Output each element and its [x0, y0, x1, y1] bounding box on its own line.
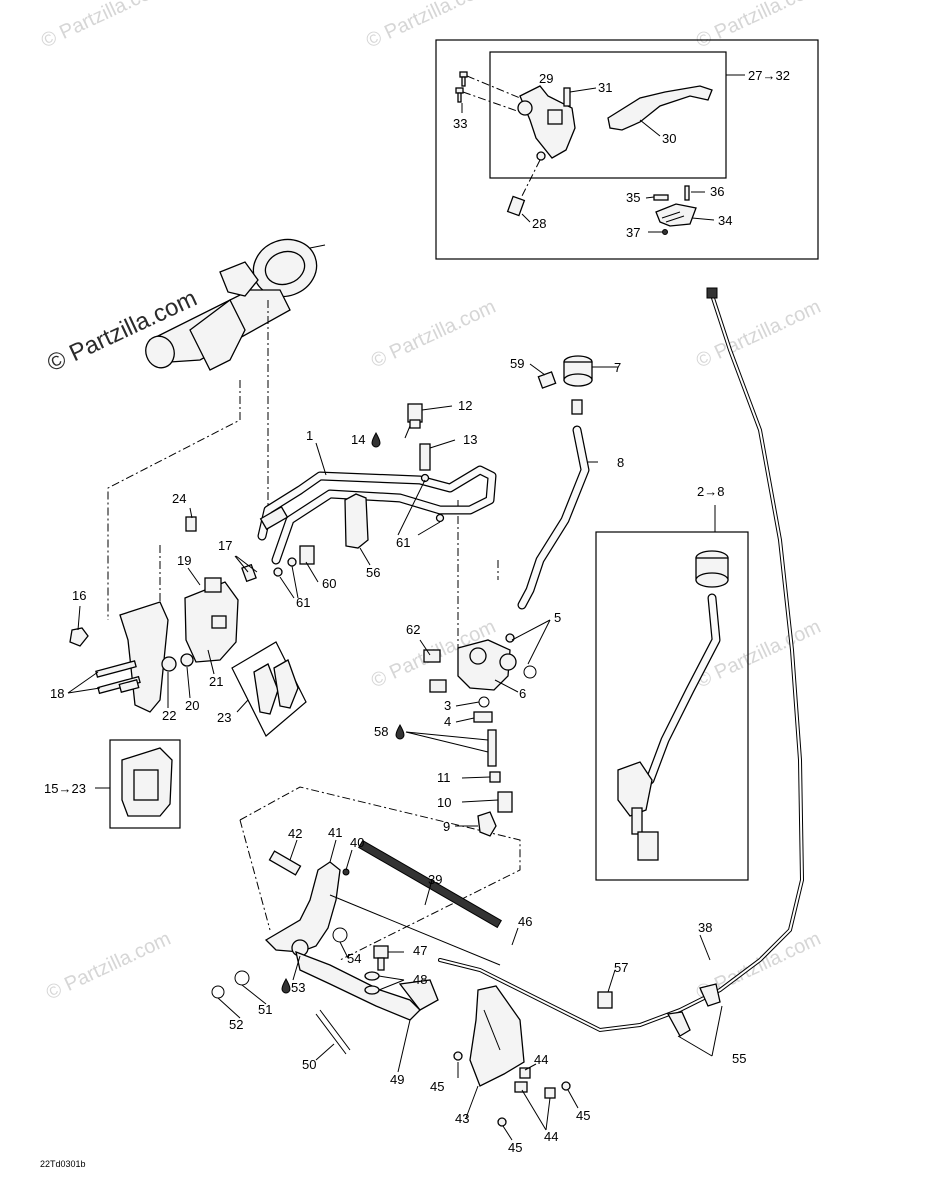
callout-15-23: 15→23: [44, 781, 86, 796]
watermark: © Partzilla.com: [693, 0, 824, 53]
screw-33: [455, 71, 521, 113]
callout-3: 3: [444, 698, 451, 713]
callout-33: 33: [453, 116, 467, 131]
caliper-assembly: [69, 516, 307, 737]
lever-assembly-inset: [435, 39, 819, 260]
banjo-12-13: [407, 403, 456, 449]
callout-58: 58: [374, 724, 388, 739]
callout-43: 43: [455, 1111, 469, 1126]
watermark: © Partzilla.com: [38, 0, 169, 53]
caliper-inset: [95, 739, 181, 829]
lever-30: [607, 85, 713, 131]
callout-30: 30: [662, 131, 676, 146]
bolts-18: [95, 660, 141, 695]
callout-59: 59: [510, 356, 524, 371]
watermarks: © Partzilla.com © Partzilla.com © Partzi…: [38, 0, 824, 1005]
callout-42: 42: [288, 826, 302, 841]
callout-38: 38: [698, 920, 712, 935]
callout-7: 7: [614, 360, 621, 375]
callout-24: 24: [172, 491, 186, 506]
callout-1: 1: [306, 428, 313, 443]
lever-housing-29: [517, 85, 576, 161]
callout-47: 47: [413, 943, 427, 958]
callout-36: 36: [710, 184, 724, 199]
callout-51: 51: [258, 1002, 272, 1017]
callout-44a: 44: [534, 1052, 548, 1067]
callout-62: 62: [406, 622, 420, 637]
callout-27-32: 27→32: [748, 68, 790, 83]
push-rod-assembly: [477, 729, 513, 837]
reservoir-inset: [595, 505, 749, 881]
callout-18: 18: [50, 686, 64, 701]
callout-10: 10: [437, 795, 451, 810]
callout-41: 41: [328, 825, 342, 840]
watermark: © Partzilla.com: [368, 296, 499, 373]
callout-22: 22: [162, 708, 176, 723]
reservoir-7: [517, 355, 593, 610]
callout-23: 23: [217, 710, 231, 725]
callout-2-8: 2→8: [697, 484, 724, 499]
callout-44b: 44: [544, 1129, 558, 1144]
rear-axle-hub: [145, 238, 326, 371]
callout-19: 19: [177, 553, 191, 568]
callout-31: 31: [598, 80, 612, 95]
drop-icon: [371, 431, 381, 448]
drop-icon: [281, 977, 291, 994]
callout-56: 56: [366, 565, 380, 580]
callout-16: 16: [72, 588, 86, 603]
callout-57: 57: [614, 960, 628, 975]
callout-53: 53: [291, 980, 305, 995]
callout-46: 46: [518, 914, 532, 929]
callout-5: 5: [554, 610, 561, 625]
lubricant-drop-icons: [281, 431, 405, 994]
callouts: 1 2→8 3 4 5 6 7 8 9 10 11 12 13 14 15→23…: [44, 68, 790, 1155]
master-cylinder: [423, 633, 537, 723]
callout-49: 49: [390, 1072, 404, 1087]
callout-17: 17: [218, 538, 232, 553]
switch-28: [506, 159, 541, 223]
callout-48: 48: [413, 972, 427, 987]
callout-11: 11: [437, 770, 451, 785]
callout-45c: 45: [508, 1140, 522, 1155]
callout-61a: 61: [296, 595, 310, 610]
watermark: © Partzilla.com: [43, 928, 174, 1005]
callout-34: 34: [718, 213, 732, 228]
watermark: © Partzilla.com: [693, 296, 824, 373]
callout-13: 13: [463, 432, 477, 447]
callout-4: 4: [444, 714, 451, 729]
callout-20: 20: [185, 698, 199, 713]
callout-9: 9: [443, 819, 450, 834]
callout-21: 21: [209, 674, 223, 689]
pedal-assembly: [211, 839, 571, 1127]
drop-icon: [395, 723, 405, 740]
callout-28: 28: [532, 216, 546, 231]
callout-60: 60: [322, 576, 336, 591]
callout-50: 50: [302, 1057, 316, 1072]
callout-29: 29: [539, 71, 553, 86]
screw-31: [563, 87, 571, 107]
callout-6: 6: [519, 686, 526, 701]
callout-12: 12: [458, 398, 472, 413]
callout-37: 37: [626, 225, 640, 240]
brake-hose-1: [257, 465, 497, 565]
hose-guide-56: [344, 493, 369, 549]
callout-8: 8: [617, 455, 624, 470]
callout-61b: 61: [396, 535, 410, 550]
leader-lines: [67, 363, 723, 1141]
drawing-code: 22Td0301b: [40, 1159, 86, 1169]
callout-45b: 45: [576, 1108, 590, 1123]
callout-55: 55: [732, 1051, 746, 1066]
callout-45a: 45: [430, 1079, 444, 1094]
watermark: © Partzilla.com: [363, 0, 494, 53]
callout-14: 14: [351, 432, 365, 447]
callout-52: 52: [229, 1017, 243, 1032]
cable-38: [438, 287, 805, 1037]
callout-39: 39: [428, 872, 442, 887]
callout-54: 54: [347, 951, 361, 966]
callout-40: 40: [350, 835, 364, 850]
callout-35: 35: [626, 190, 640, 205]
parts-34-37: [645, 185, 715, 235]
